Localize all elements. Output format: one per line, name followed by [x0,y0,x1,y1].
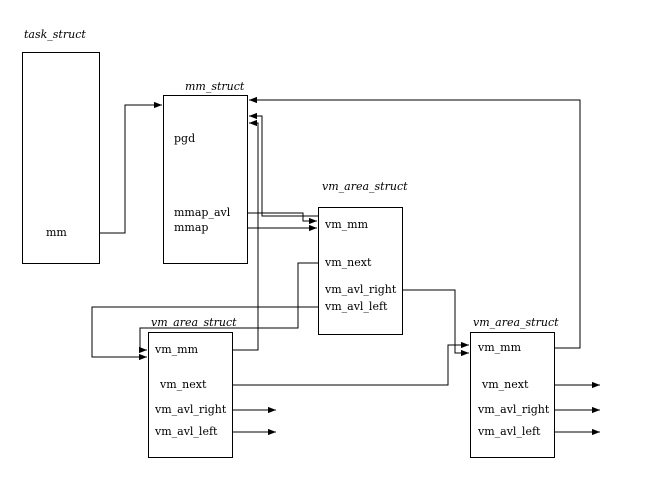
vma-right-field-vm-next: vm_next [482,378,529,391]
vma-root-field-vm-avl-left: vm_avl_left [325,300,388,313]
mm-struct-field-pgd: pgd [174,132,196,145]
vma-left-field-vm-avl-left: vm_avl_left [155,425,218,438]
vma-root-label: vm_area_struct [322,180,408,193]
vma-left-field-vm-avl-right: vm_avl_right [155,403,227,416]
vma-root-field-vm-next: vm_next [325,256,372,269]
edge-vma-left-vm-next-to-vma-right [233,341,469,386]
vma-right-field-vm-mm: vm_mm [478,341,522,354]
edge-mmap-avl-to-vma-root [248,212,317,225]
vma-left-field-vm-next: vm_next [160,378,207,391]
edge-vma-right-vm-mm-to-mm-struct [249,96,581,349]
edge-vma-root-vm-avl-right-to-vma-right [403,289,469,357]
mm-struct-box [163,95,248,264]
edge-vma-root-vm-mm-to-mm-struct [249,112,318,217]
vma-left-field-vm-mm: vm_mm [155,343,199,356]
vma-right-field-vm-avl-right: vm_avl_right [478,403,550,416]
task-struct-field-mm: mm [46,226,67,239]
mm-struct-field-mmap: mmap [174,221,209,234]
mm-struct-field-mmap-avl: mmap_avl [174,206,231,219]
vma-right-box [470,332,555,458]
edge-task-mm-to-mm-struct [100,101,162,234]
vma-left-label: vm_area_struct [151,316,237,329]
mm-struct-label: mm_struct [185,80,245,93]
vma-right-label: vm_area_struct [473,316,559,329]
vma-root-field-vm-mm: vm_mm [325,218,369,231]
task-struct-label: task_struct [24,28,86,41]
task-struct-box [22,52,100,264]
vma-right-field-vm-avl-left: vm_avl_left [478,425,541,438]
vma-root-field-vm-avl-right: vm_avl_right [325,283,397,296]
